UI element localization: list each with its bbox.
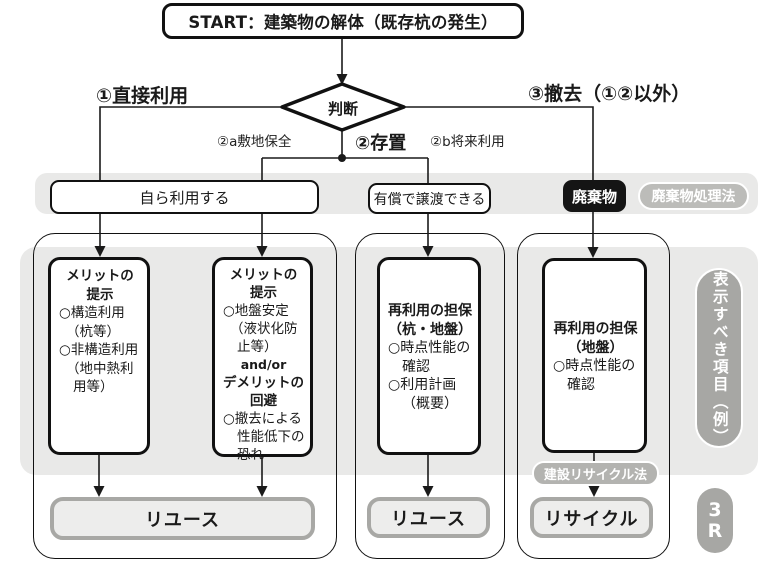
reuse-result-left: リユース <box>50 497 315 540</box>
branch-removal-label: ③撤去（①②以外） <box>528 83 691 105</box>
recycle-result: リサイクル <box>530 497 653 538</box>
box-line: （地中熱利 <box>66 360 134 377</box>
construction-recycle-law-label: 建設リサイクル法 <box>543 468 648 483</box>
recycle-label: リサイクル <box>544 508 639 530</box>
box-line: 恐れ <box>237 447 264 463</box>
box-line: ○利用計画 <box>388 377 457 393</box>
box-line: 確認 <box>402 358 430 375</box>
start-node: START：建築物の解体（既存杭の発生） <box>162 3 524 39</box>
reuse-guarantee-ground-box: 再利用の担保 （地盤） ○時点性能の確認 <box>542 258 647 453</box>
box-line: 提示 <box>86 286 114 303</box>
box-line: ○構造利用 <box>59 305 125 321</box>
display-items-sidebar-badge: 表示すべき項目（例） <box>695 268 743 448</box>
display-items-label: 表示すべき項目（例） <box>710 270 729 446</box>
box-line: 用等） <box>73 379 114 395</box>
self-use-node: 自ら利用する <box>50 180 319 214</box>
branch-future-use-label: ②b将来利用 <box>430 134 505 150</box>
merit-demerit-box: メリットの提示 ○地盤安定 （液状化防止等） and/or デメリットの回避 ○撤去による… <box>212 257 313 463</box>
three-r-char: R <box>707 519 723 542</box>
box-line: （液状化防 <box>230 321 298 337</box>
box-line: 提示 <box>250 285 277 301</box>
box-line: 止等） <box>237 339 278 355</box>
box-line: ○時点性能の <box>388 340 471 356</box>
box-line: （杭・地盤） <box>388 321 472 338</box>
box-line: ○撤去による <box>223 411 302 427</box>
branch-direct-use-label: ①直接利用 <box>96 85 189 107</box>
box-line: デメリットの <box>223 375 304 391</box>
merit-structural-box: メリットの提示 ○構造利用 （杭等） ○非構造利用 （地中熱利用等） <box>48 257 150 455</box>
start-node-label: START：建築物の解体（既存杭の発生） <box>188 13 498 32</box>
waste-disposal-law-label: 廃棄物処理法 <box>651 189 736 205</box>
box-line: メリットの <box>229 267 298 283</box>
box-line: 確認 <box>567 376 595 393</box>
decision-label: 判断 <box>327 100 358 118</box>
group-direct-use <box>33 233 337 559</box>
reuse-center-label: リユース <box>390 508 467 530</box>
box-line: （地盤） <box>567 339 624 356</box>
reuse-guarantee-pile-ground-box: 再利用の担保 （杭・地盤） ○時点性能の確認 ○利用計画 （概要） <box>377 257 481 455</box>
paid-transfer-node: 有償で譲渡できる <box>368 183 491 214</box>
box-line: ○時点性能の <box>553 358 636 374</box>
reuse-left-label: リユース <box>144 509 221 531</box>
waste-node: 廃棄物 <box>563 180 626 212</box>
three-r-char: 3 <box>708 498 722 521</box>
branch-preservation-label: ②存置 <box>355 133 407 154</box>
box-line: 再利用の担保 <box>553 321 638 337</box>
waste-label: 廃棄物 <box>571 187 617 206</box>
branch-site-preservation-label: ②a敷地保全 <box>217 134 292 150</box>
paid-transfer-label: 有償で譲渡できる <box>373 191 486 208</box>
box-line: メリットの <box>66 268 134 284</box>
box-line: 性能低下の <box>237 429 305 445</box>
box-line: and/or <box>240 357 287 372</box>
box-line: ○地盤安定 <box>223 303 289 319</box>
reuse-result-center: リユース <box>367 497 490 538</box>
construction-recycle-law-badge: 建設リサイクル法 <box>532 461 659 486</box>
box-line: 回避 <box>250 393 277 409</box>
box-line: （杭等） <box>66 323 120 340</box>
waste-disposal-law-badge: 廃棄物処理法 <box>638 182 749 210</box>
box-line: （概要） <box>402 395 458 412</box>
box-line: 再利用の担保 <box>388 303 472 319</box>
self-use-label: 自ら利用する <box>139 188 230 207</box>
box-line: ○非構造利用 <box>59 342 139 358</box>
group-preservation <box>355 233 505 559</box>
